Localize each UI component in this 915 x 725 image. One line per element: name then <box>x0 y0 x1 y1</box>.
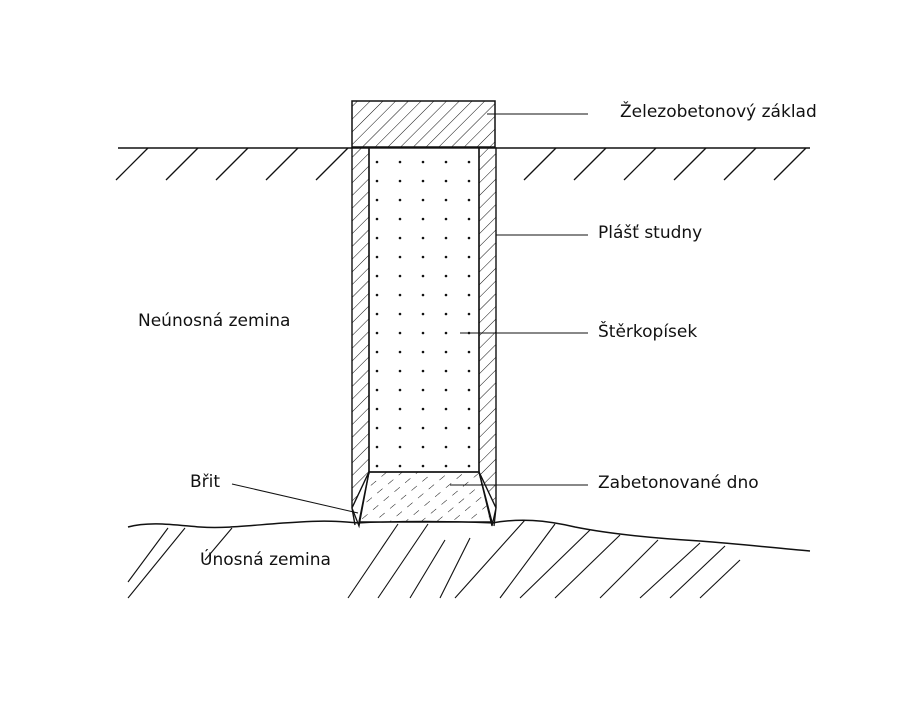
soil-hatch-stroke <box>554 534 621 599</box>
soil-hatch-stroke <box>127 527 186 599</box>
gravel-sand-fill <box>368 147 480 473</box>
soil-hatch-stroke <box>669 545 726 599</box>
soil-hatch-stroke <box>639 542 701 599</box>
label-foundation: Železobetonový základ <box>620 102 817 122</box>
ground-tick <box>315 147 349 181</box>
ground-tick <box>723 147 757 181</box>
reinforced-concrete-foundation <box>351 100 496 148</box>
ground-tick <box>623 147 657 181</box>
label-shell: Plášť studny <box>598 223 703 243</box>
soil-hatch-stroke <box>699 559 741 599</box>
label-concrete-bottom: Zabetonované dno <box>598 473 759 493</box>
ground-surface <box>115 147 810 181</box>
bearing-soil-surface <box>127 519 811 599</box>
ground-tick <box>573 147 607 181</box>
leader-cutting-edge <box>231 483 359 514</box>
soil-hatch-stroke <box>439 537 471 599</box>
soil-hatch-stroke <box>499 523 556 599</box>
soil-hatch-stroke <box>599 539 659 599</box>
leader-lines <box>231 113 588 514</box>
concrete-bottom <box>358 471 493 523</box>
soil-hatch-stroke <box>204 527 233 561</box>
ground-tick <box>215 147 249 181</box>
label-gravel: Štěrkopísek <box>598 322 698 342</box>
label-cutting-edge: Břit <box>190 472 221 492</box>
soil-hatch-stroke <box>127 527 169 583</box>
ground-tick <box>673 147 707 181</box>
soil-hatch-stroke <box>377 523 429 599</box>
ground-tick <box>165 147 199 181</box>
ground-tick <box>115 147 149 181</box>
label-bearing-soil: Únosná zemina <box>200 550 331 570</box>
soil-hatch-stroke <box>519 529 591 599</box>
ground-tick <box>773 147 807 181</box>
soil-hatch-stroke <box>409 539 446 599</box>
soil-hatch-stroke <box>347 523 399 599</box>
ground-tick <box>265 147 299 181</box>
ground-tick <box>523 147 557 181</box>
label-soft-soil: Neúnosná zemina <box>138 311 291 331</box>
soil-hatch-stroke <box>454 519 526 599</box>
